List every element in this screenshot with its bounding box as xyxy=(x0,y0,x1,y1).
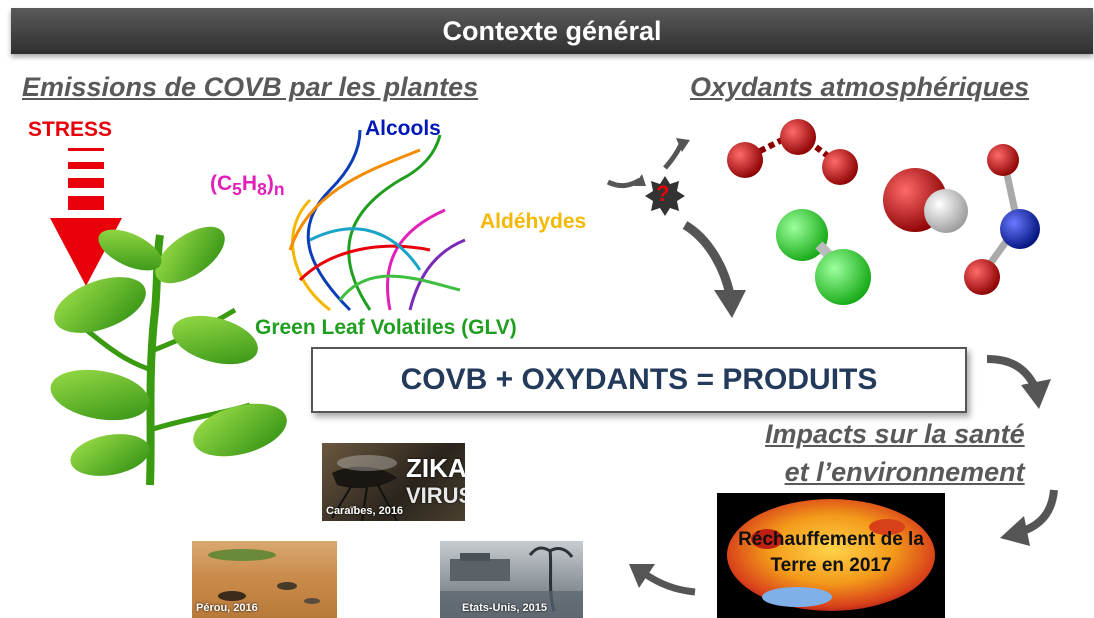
isoprene-sub-n: n xyxy=(273,179,285,200)
header-title: Contexte général xyxy=(442,15,662,46)
equation-box: COVB + OXYDANTS = PRODUITS xyxy=(311,347,967,413)
isoprene-part: ) xyxy=(266,172,274,195)
glv-label: Green Leaf Volatiles (GLV) xyxy=(255,316,517,339)
stress-label: STRESS xyxy=(28,118,113,141)
impacts-title: Impacts sur la santé et l’environnement xyxy=(765,415,1025,491)
drought-scene xyxy=(208,549,320,604)
globe-title: Réchauffement de la Terre en 2017 xyxy=(717,527,945,579)
oxidants-title: Oxydants atmosphériques xyxy=(690,72,1030,102)
impacts-line-2: et l’environnement xyxy=(784,457,1025,487)
isoprene-formula: (C5H8)n xyxy=(210,172,285,200)
isoprene-sub-5: 5 xyxy=(232,179,242,200)
question-mark: ? xyxy=(656,181,670,206)
usa-storm-image: Etats-Unis, 2015 xyxy=(440,541,583,618)
globe-line-1: Réchauffement de la xyxy=(738,529,924,550)
isoprene-part: (C xyxy=(210,172,233,195)
impacts-line-1: Impacts sur la santé xyxy=(765,419,1025,449)
alcools-label: Alcools xyxy=(365,117,441,140)
question-badge xyxy=(645,176,685,216)
virus-word: VIRUS xyxy=(406,483,465,508)
reaction-arrows-icon xyxy=(606,138,746,318)
peru-caption: Pérou, 2016 xyxy=(196,602,258,614)
mosquito-icon xyxy=(331,455,398,521)
plant-illustration xyxy=(50,226,287,486)
storm-scene xyxy=(440,546,583,618)
zika-caption: Caraïbes, 2016 xyxy=(326,505,404,517)
impact-arrow-icon xyxy=(986,355,1051,409)
equation-text: COVB + OXYDANTS = PRODUITS xyxy=(400,363,878,396)
photos-arrow-icon xyxy=(629,564,696,596)
globe-arrow-icon xyxy=(1000,489,1058,546)
header-bar: Contexte général xyxy=(11,8,1093,54)
isoprene-sub-8: 8 xyxy=(257,179,267,200)
zika-word: ZIKA xyxy=(406,453,465,483)
aldehydes-label: Aldéhydes xyxy=(480,210,587,233)
isoprene-part: H xyxy=(241,172,258,195)
voc-strands-illustration xyxy=(288,129,466,312)
globe-line-2: Terre en 2017 xyxy=(770,555,892,576)
warming-globe-image: Réchauffement de la Terre en 2017 xyxy=(717,493,945,618)
usa-caption: Etats-Unis, 2015 xyxy=(462,602,547,614)
warming-globe-map xyxy=(727,499,935,611)
oxidant-molecules-illustration xyxy=(727,119,1040,305)
zika-image: ZIKA VIRUS Caraïbes, 2016 xyxy=(322,443,465,521)
plant-emissions-title: Emissions de COVB par les plantes xyxy=(22,72,479,102)
peru-drought-image: Pérou, 2016 xyxy=(192,541,337,618)
